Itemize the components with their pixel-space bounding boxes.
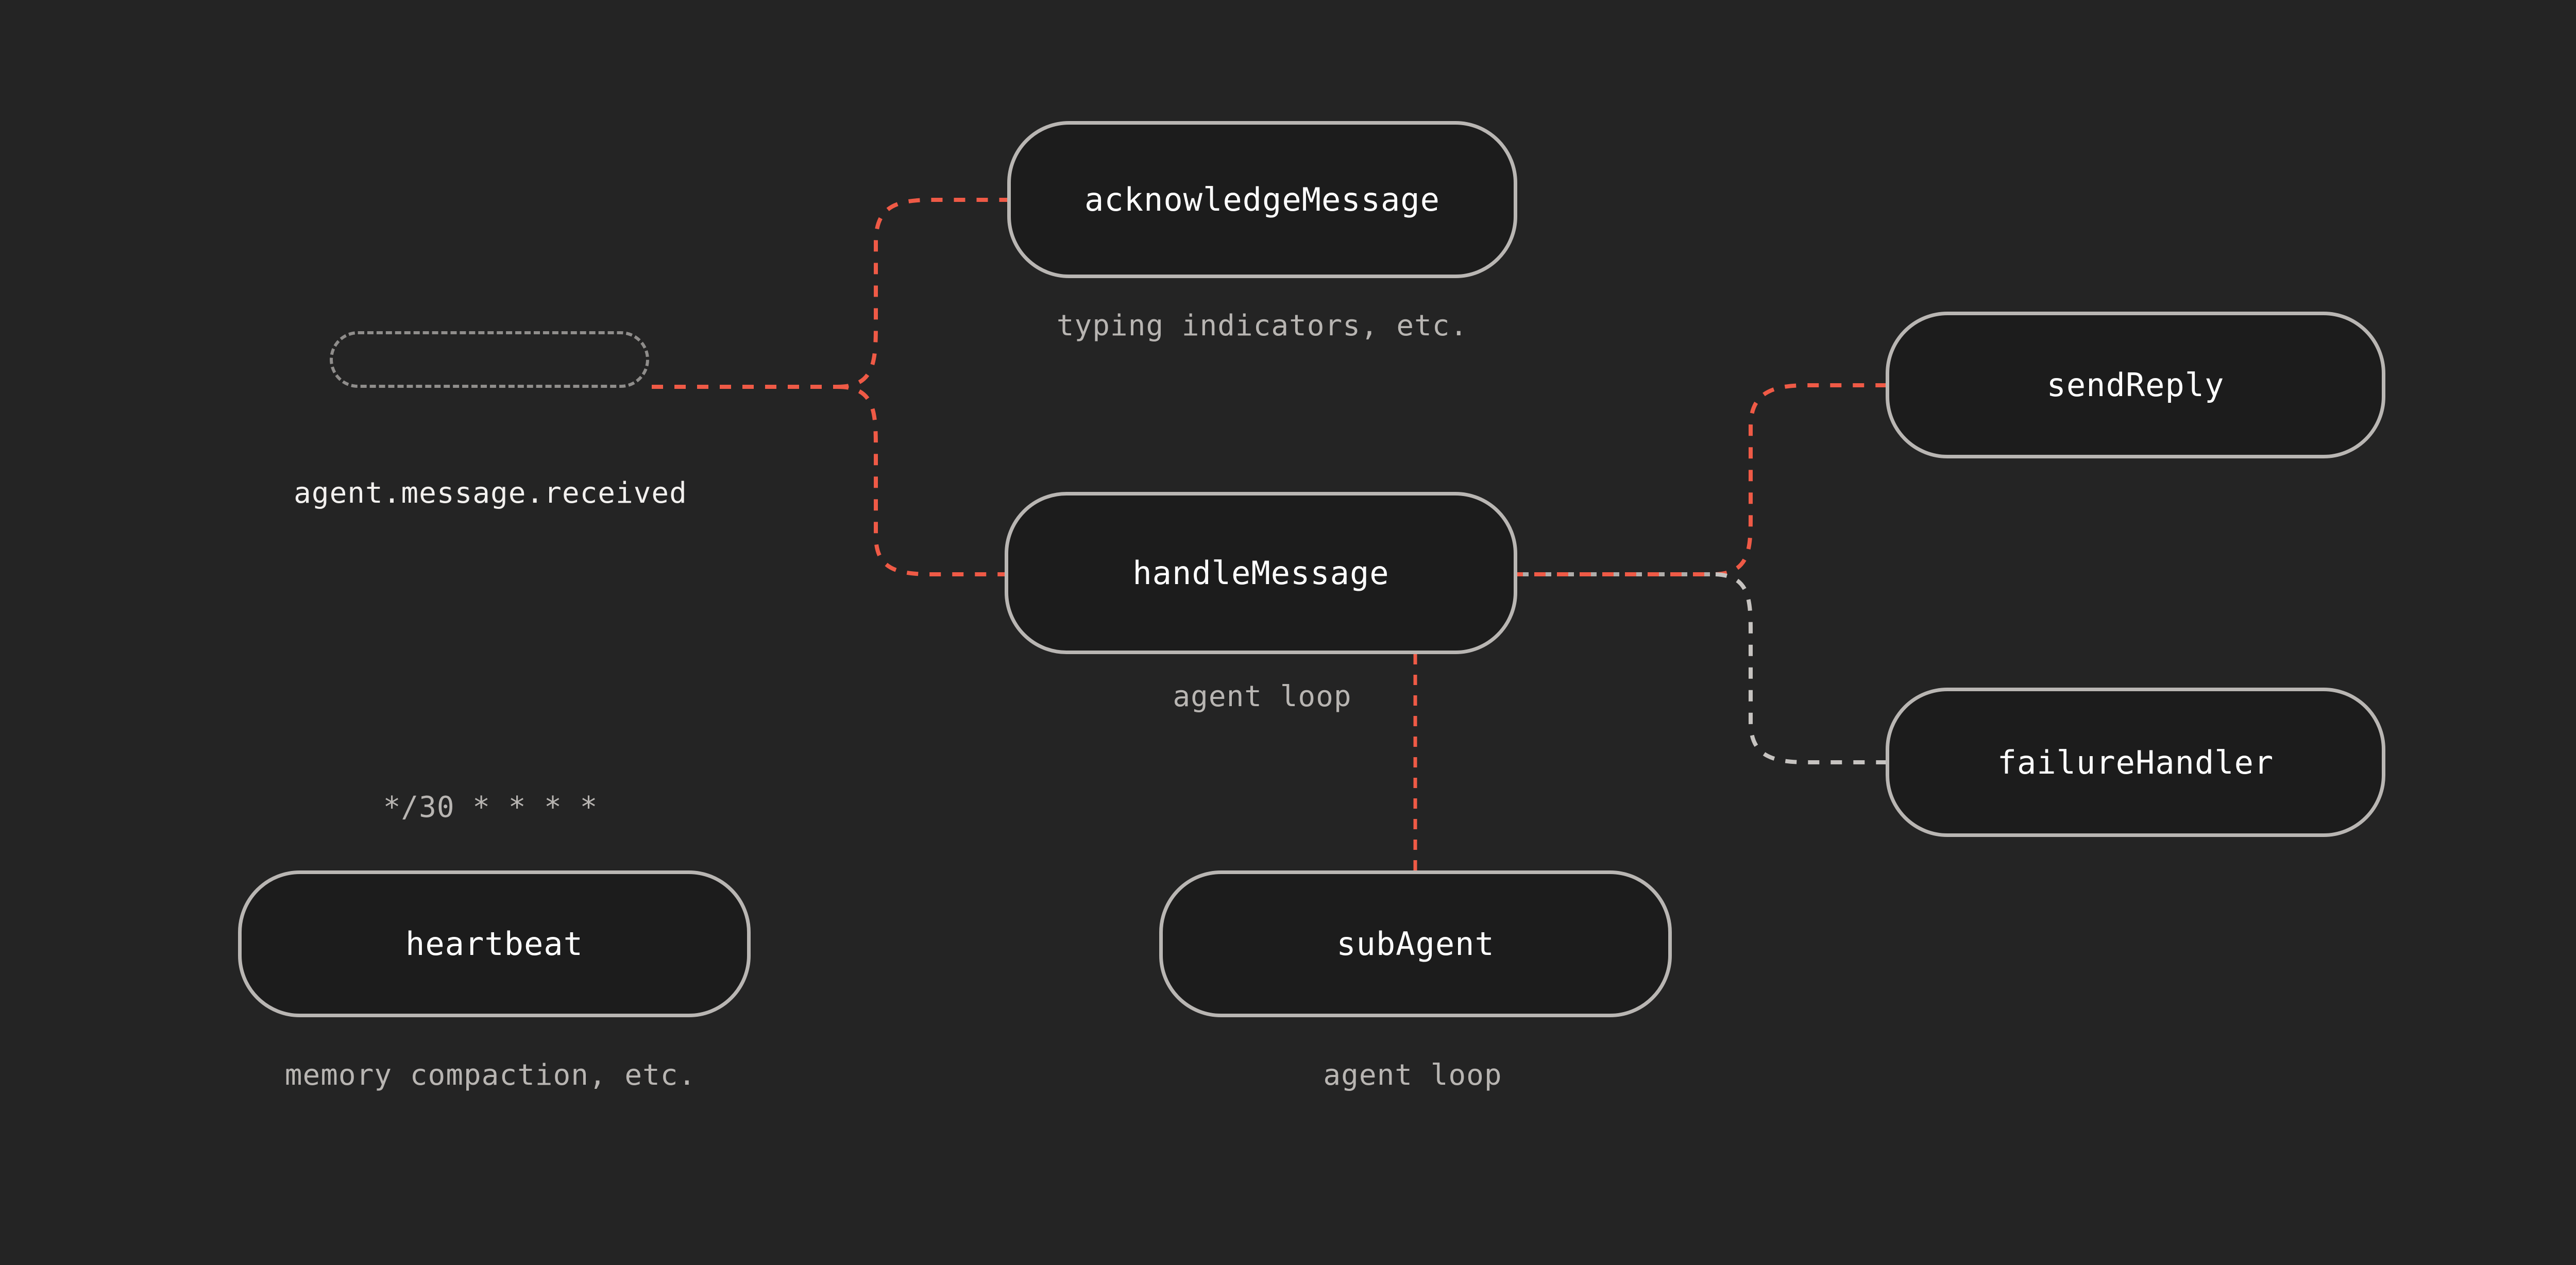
node-sub-agent-label: subAgent: [1336, 925, 1495, 963]
node-acknowledge-message[interactable]: acknowledgeMessage: [1007, 121, 1517, 278]
edge-handlemessage-to-sendreply: [1715, 383, 1886, 576]
node-acknowledge-message-label: acknowledgeMessage: [1084, 181, 1440, 218]
node-failure-handler[interactable]: failureHandler: [1886, 688, 2385, 837]
node-handle-message[interactable]: handleMessage: [1005, 492, 1517, 654]
node-failure-handler-label: failureHandler: [1997, 743, 2274, 781]
caption-start-trigger: agent.message.received: [294, 476, 687, 510]
node-sub-agent[interactable]: subAgent: [1159, 870, 1672, 1017]
node-send-reply[interactable]: sendReply: [1886, 312, 2385, 458]
caption-cron-schedule: */30 * * * *: [383, 791, 598, 824]
caption-acknowledge-note: typing indicators, etc.: [1056, 309, 1468, 343]
caption-heartbeat-note: memory compaction, etc.: [284, 1058, 697, 1092]
node-start-trigger[interactable]: [330, 331, 649, 388]
node-heartbeat[interactable]: heartbeat: [238, 870, 751, 1017]
edge-start-to-acknowledgemessage: [837, 198, 1007, 389]
node-heartbeat-label: heartbeat: [405, 925, 583, 963]
node-handle-message-label: handleMessage: [1132, 554, 1389, 592]
node-send-reply-label: sendReply: [2046, 366, 2225, 404]
caption-handle-note: agent loop: [1173, 680, 1352, 713]
caption-subagent-note: agent loop: [1323, 1058, 1502, 1092]
edge-handlemessage-to-failurehandler: [1715, 572, 1886, 764]
edge-start-to-handlemessage: [837, 385, 1005, 576]
